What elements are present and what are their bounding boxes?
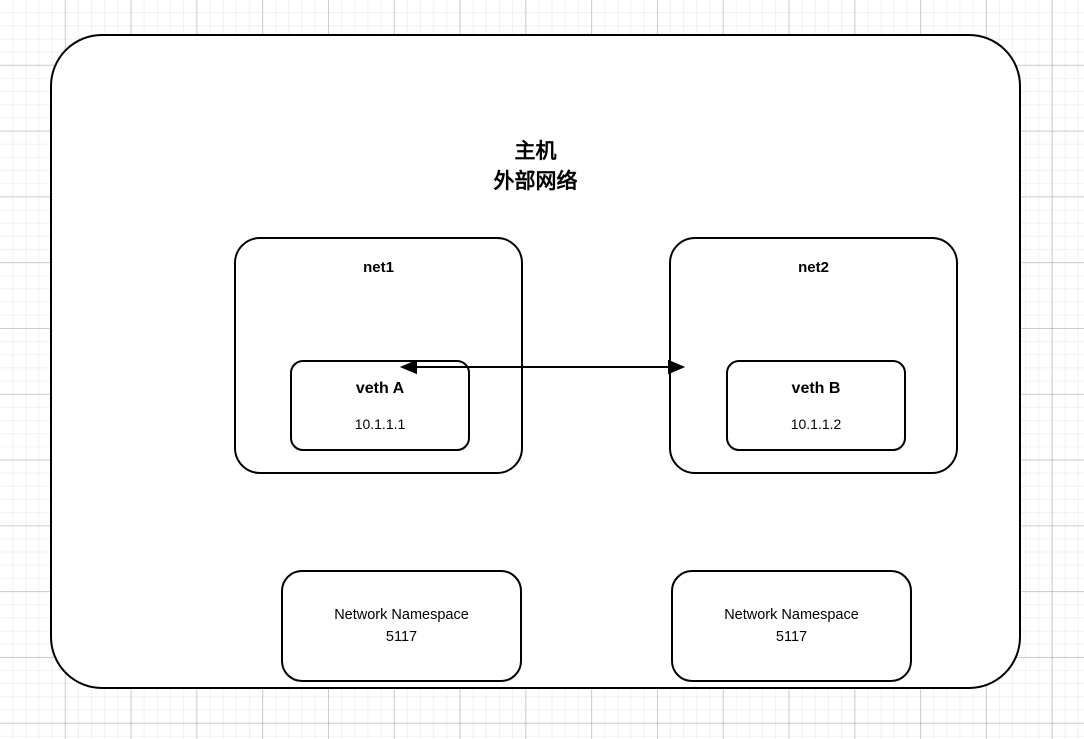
network-namespace-label-2: Network Namespace 5117 <box>724 607 859 645</box>
veth-a-ip: 10.1.1.1 <box>354 415 406 432</box>
network-namespace-label-1: Network Namespace 5117 <box>334 607 469 645</box>
net2-label: net2 <box>798 259 829 276</box>
net1-box: net1 veth A 10.1.1.1 <box>234 237 523 474</box>
net1-label: net1 <box>363 259 394 276</box>
host-container-box: 主机 外部网络 net1 veth A 10.1.1.1 net2 veth B… <box>50 34 1021 689</box>
veth-b-name: veth B <box>791 379 841 397</box>
host-title: 主机 外部网络 <box>493 140 578 193</box>
veth-a-box: veth A 10.1.1.1 <box>290 360 470 451</box>
veth-a-name: veth A <box>355 379 405 397</box>
network-namespace-box-2: Network Namespace 5117 <box>671 570 912 682</box>
veth-b-box: veth B 10.1.1.2 <box>726 360 906 451</box>
veth-pair-link-arrow <box>399 359 686 375</box>
veth-b-ip: 10.1.1.2 <box>790 415 842 432</box>
net2-box: net2 veth B 10.1.1.2 <box>669 237 958 474</box>
network-namespace-box-1: Network Namespace 5117 <box>281 570 522 682</box>
